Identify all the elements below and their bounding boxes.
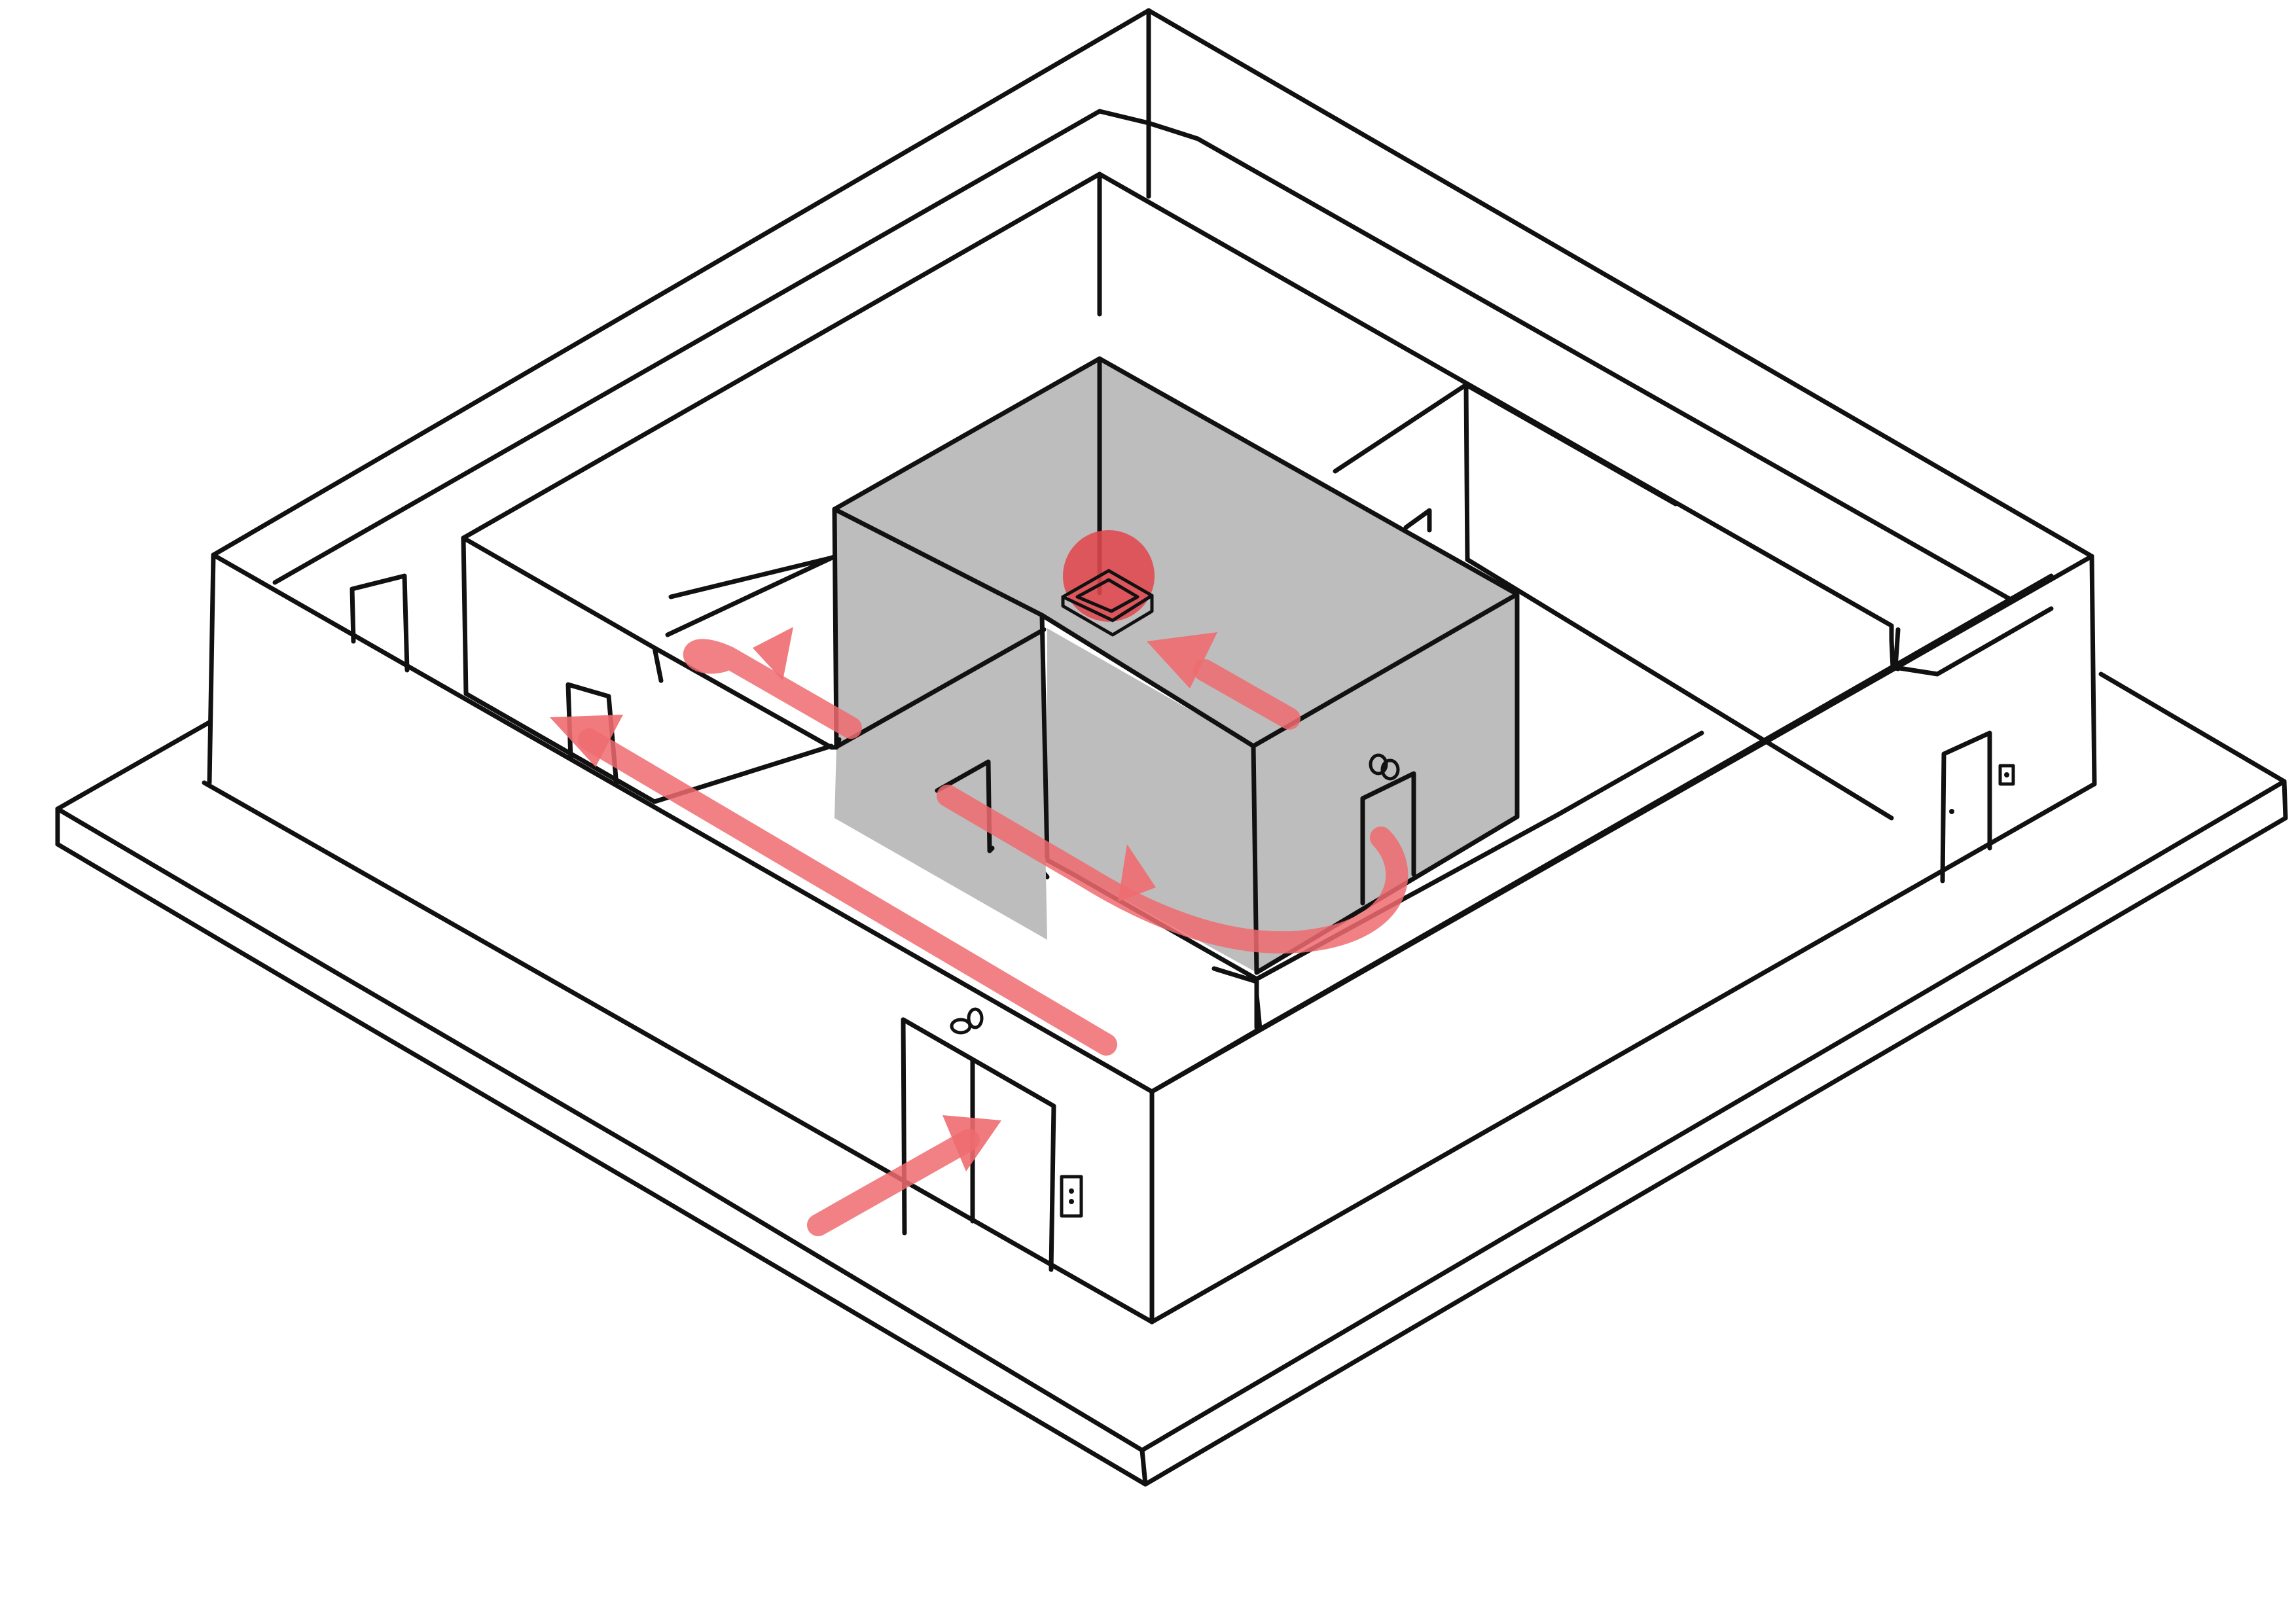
floor-hatch-icon [1061, 569, 1154, 637]
route-segment-entry [807, 1129, 980, 1236]
route-segment-corridor-left [578, 728, 1117, 1056]
route-arrowhead-inner-back [753, 627, 793, 681]
vault-door [1360, 771, 1416, 906]
door-outer-right [1940, 730, 1992, 883]
route-arrowhead-vault-roof [1147, 632, 1217, 688]
intrusion-route [550, 627, 1408, 1236]
target-marker-icon [1063, 530, 1155, 622]
outer-wall [202, 8, 2097, 1325]
keypad-icon [1060, 1175, 1083, 1218]
vault-face-top [834, 359, 1517, 746]
route-arrowhead-corridor-left [550, 715, 623, 767]
camera-icon [950, 1007, 984, 1035]
route-arrowhead-entry [942, 1115, 1001, 1171]
route-segment-vault-loop [937, 785, 1408, 954]
route-segment-inner-back [683, 639, 862, 739]
door-outer-left-back [350, 573, 410, 673]
door-inner-right [1403, 508, 1432, 533]
route-arrowhead-vault-loop [1118, 844, 1156, 902]
route-segment-vault-roof [1193, 659, 1300, 730]
keypad-icon [1998, 764, 2015, 786]
camera-icon [1369, 753, 1400, 781]
